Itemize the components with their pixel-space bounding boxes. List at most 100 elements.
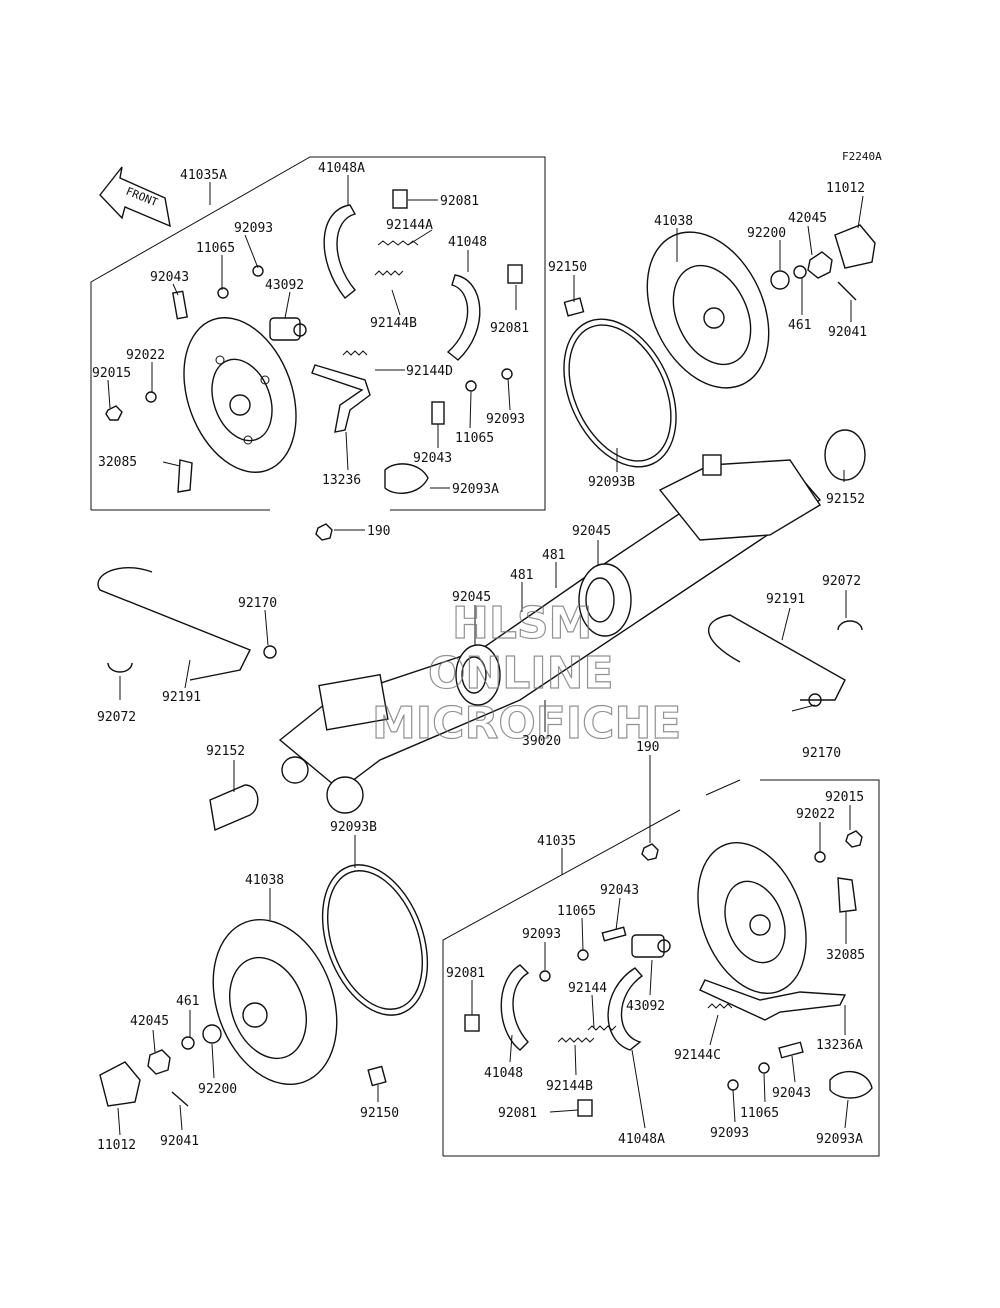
part-label: 92093: [234, 221, 273, 236]
part-label: 11065: [455, 431, 494, 446]
part-label: 92093B: [588, 475, 635, 490]
watermark-line-2: ONLINE: [428, 648, 614, 699]
brake-drum-lower: [212, 918, 338, 1086]
breather-hoses: [97, 567, 863, 707]
lever-lower: [699, 979, 847, 1021]
part-label: 92093A: [816, 1132, 863, 1147]
part-label: 92200: [747, 226, 786, 241]
part-label: 92022: [796, 807, 835, 822]
brake-shoe-upper-b: [446, 274, 481, 361]
brake-shoe-upper-a: [323, 204, 357, 299]
diagram-code: F2240A: [842, 150, 882, 163]
part-label: 11012: [826, 181, 865, 196]
part-label: 92144C: [674, 1048, 721, 1063]
wheel-cylinder-lower: [631, 934, 671, 958]
seal-ring-upper: [563, 318, 677, 468]
part-label: 41038: [245, 873, 284, 888]
part-label: 92045: [452, 590, 491, 605]
part-label: 92144D: [406, 364, 453, 379]
part-label: 41048A: [318, 161, 365, 176]
part-label: 41048: [484, 1066, 523, 1081]
axle-housing: [278, 429, 866, 814]
lever-upper: [311, 364, 371, 433]
part-label: 190: [367, 524, 390, 539]
part-label: 92152: [206, 744, 245, 759]
part-label: 92043: [150, 270, 189, 285]
springs-lower: [557, 1003, 733, 1043]
part-label: 11065: [196, 241, 235, 256]
part-label: 92093: [522, 927, 561, 942]
part-label: 92081: [498, 1106, 537, 1121]
part-label: 92081: [446, 966, 485, 981]
hub-hardware-lower: [99, 1024, 387, 1107]
watermark-line-1: HLSM: [452, 598, 592, 649]
part-label: 92015: [92, 366, 131, 381]
brake-shoe-lower-b: [607, 967, 644, 1051]
part-label: 461: [176, 994, 199, 1009]
bolt-190-hardware: [315, 523, 659, 861]
part-label: 481: [542, 548, 565, 563]
part-label: 190: [636, 740, 659, 755]
part-label: 481: [510, 568, 533, 583]
part-label: 92072: [97, 710, 136, 725]
brake-panel-upper: [183, 317, 297, 473]
part-label: 92144: [568, 981, 607, 996]
bearings-center: [455, 563, 632, 706]
brake-shoe-lower-a: [500, 964, 530, 1051]
part-label: 92093A: [452, 482, 499, 497]
part-label: 92170: [802, 746, 841, 761]
part-label: 92093: [486, 412, 525, 427]
part-label: 461: [788, 318, 811, 333]
part-label: 92152: [826, 492, 865, 507]
part-labels: 41035A 41048A 92081 92093 92144A 11065 4…: [92, 161, 867, 1153]
diagram-code-label: F2240A: [842, 150, 882, 163]
seal-ring-lower: [321, 864, 429, 1016]
part-label: 13236A: [816, 1038, 863, 1053]
frame-upper-left-brake-group: [90, 156, 546, 511]
part-label: 92144B: [546, 1079, 593, 1094]
watermark-line-3: MICROFICHE: [372, 698, 681, 749]
part-label: 11012: [97, 1138, 136, 1153]
part-label: 41048: [448, 235, 487, 250]
part-label: 92015: [825, 790, 864, 805]
part-label: 41048A: [618, 1132, 665, 1147]
front-direction-arrow: FRONT: [99, 166, 171, 228]
part-label: 92144A: [386, 218, 433, 233]
part-label: 92043: [413, 451, 452, 466]
hub-hardware-upper: [563, 224, 876, 317]
part-label: 13236: [322, 473, 361, 488]
part-label: 92170: [238, 596, 277, 611]
part-label: 92081: [490, 321, 529, 336]
part-label: 42045: [130, 1014, 169, 1029]
part-label: 92200: [198, 1082, 237, 1097]
frame-lower-right-brake-group: [442, 779, 880, 1157]
part-label: 11065: [557, 904, 596, 919]
part-label: 43092: [265, 278, 304, 293]
part-label: 92093: [710, 1126, 749, 1141]
brake-drum-upper: [646, 231, 770, 389]
part-label: 32085: [826, 948, 865, 963]
part-label: 92045: [572, 524, 611, 539]
part-label: 92150: [548, 260, 587, 275]
part-label: 92150: [360, 1106, 399, 1121]
small-hardware-lower: [464, 830, 873, 1117]
part-label: 92043: [600, 883, 639, 898]
part-label: 39020: [522, 734, 561, 749]
part-label: 32085: [98, 455, 137, 470]
part-label: 92022: [126, 348, 165, 363]
part-label: 92041: [160, 1134, 199, 1149]
small-hardware-upper: [105, 189, 523, 494]
wheel-cylinder-upper: [269, 317, 307, 341]
leader-lines: [107, 175, 864, 1136]
watermark: HLSM ONLINE MICROFICHE: [371, 597, 682, 749]
part-label: 42045: [788, 211, 827, 226]
part-label: 11065: [740, 1106, 779, 1121]
part-label: 92093B: [330, 820, 377, 835]
part-label: 92081: [440, 194, 479, 209]
part-label: 92191: [162, 690, 201, 705]
springs-upper: [342, 240, 419, 356]
part-label: 43092: [626, 999, 665, 1014]
part-label: 41038: [654, 214, 693, 229]
part-label: 92043: [772, 1086, 811, 1101]
